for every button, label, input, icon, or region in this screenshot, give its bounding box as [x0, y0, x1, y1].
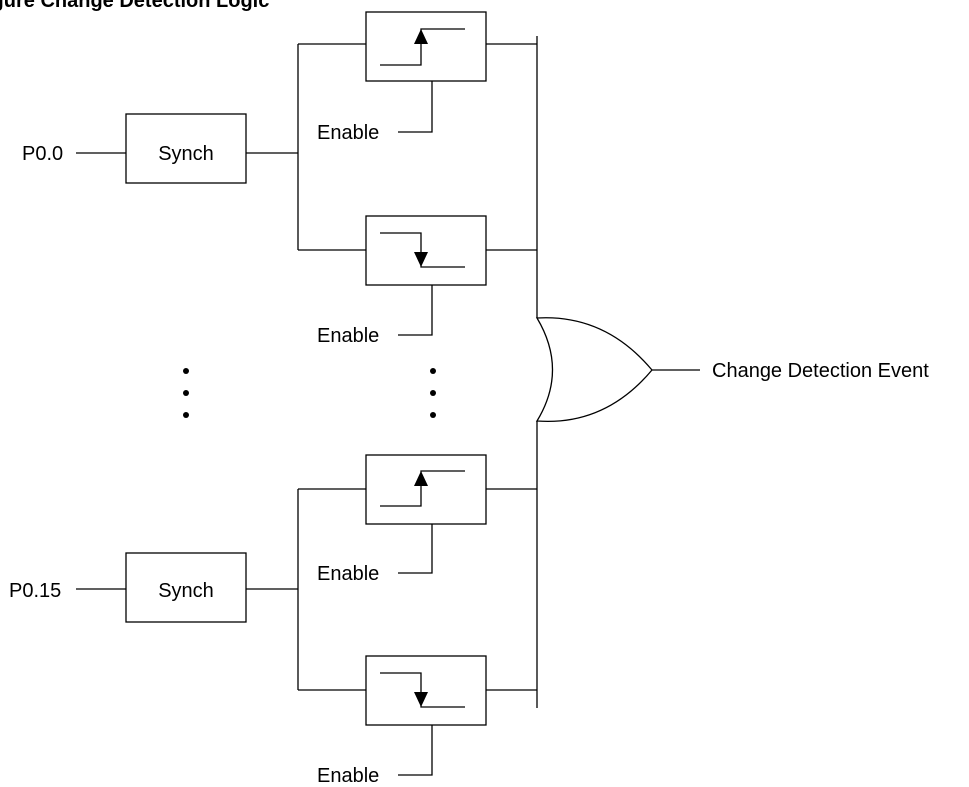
ellipsis-right	[430, 368, 436, 418]
enable-wire	[398, 524, 433, 574]
synch-label-bottom: Synch	[158, 580, 214, 602]
synch-block-top	[125, 113, 247, 184]
synch-label-top: Synch	[158, 143, 214, 165]
output-label: Change Detection Event	[712, 360, 929, 382]
enable-label: Enable	[317, 563, 379, 585]
input-label-p0-15: P0.15	[9, 580, 61, 602]
falling-edge-detector-bottom	[365, 655, 487, 726]
enable-wire	[398, 725, 433, 776]
input-label-p0-0: P0.0	[22, 143, 63, 165]
rising-edge-detector-top	[365, 11, 487, 82]
or-gate	[535, 317, 653, 423]
rising-edge-icon	[380, 28, 465, 66]
ellipsis-left	[183, 368, 189, 418]
enable-label: Enable	[317, 325, 379, 347]
enable-label: Enable	[317, 765, 379, 787]
enable-label: Enable	[317, 122, 379, 144]
channel-top: P0.0 Synch Enable Enable	[22, 11, 537, 347]
rising-edge-icon	[380, 470, 465, 507]
falling-edge-icon	[380, 672, 465, 708]
falling-edge-icon	[380, 232, 465, 268]
enable-wire	[398, 285, 433, 336]
falling-edge-detector-top	[365, 215, 487, 286]
figure-caption: igure Change Detection Logic	[0, 0, 269, 12]
channel-bottom: P0.15 Synch Enable Enable	[9, 454, 537, 787]
synch-block-bottom	[125, 552, 247, 623]
rising-edge-detector-bottom	[365, 454, 487, 525]
enable-wire	[398, 81, 433, 133]
